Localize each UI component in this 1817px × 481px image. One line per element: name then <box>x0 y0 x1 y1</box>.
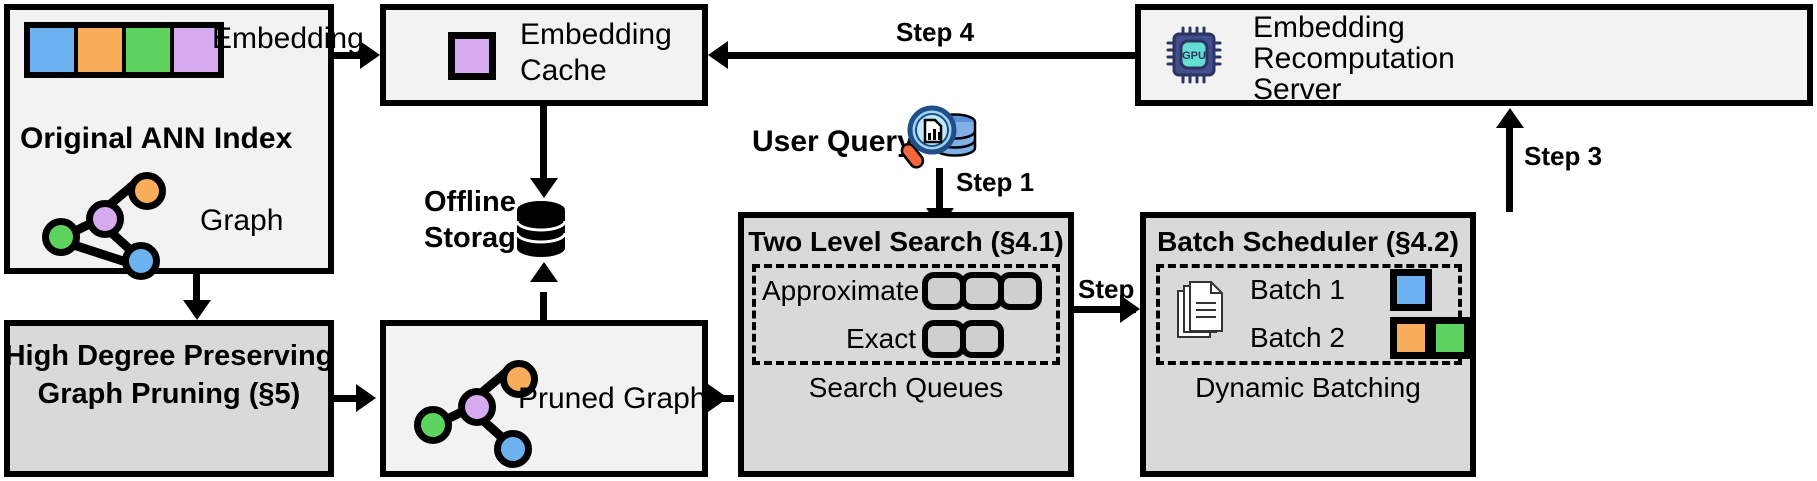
database-cylinder-icon <box>516 200 566 258</box>
embedding-label: Embedding <box>212 22 364 55</box>
embedding-swatch-green <box>126 28 174 72</box>
approximate-queue-slot-3 <box>998 272 1042 310</box>
step1-label: Step 1 <box>956 167 1035 197</box>
arrow-step4-line <box>728 52 1136 59</box>
arrow-pruned-to-search-head <box>708 384 728 412</box>
dynamic-batching-footer: Dynamic Batching <box>1195 372 1421 403</box>
graph-node-orange <box>128 172 166 210</box>
graph-pruning-title-line2: Graph Pruning (§5) <box>37 378 301 410</box>
embedding-cache-box <box>380 4 708 106</box>
pruned-node-purple <box>458 388 496 426</box>
documents-stack-icon <box>1176 281 1226 343</box>
arrow-pruning-to-pruned-head <box>356 384 376 412</box>
offline-storage-label-line1: Offline <box>424 186 516 218</box>
pruned-graph-label: Pruned Graph <box>518 382 707 415</box>
batch-1-swatch-blue <box>1390 269 1432 311</box>
arrow-step3-line <box>1506 128 1513 212</box>
arrow-cache-to-storage-line <box>540 106 547 184</box>
batch-2-swatch-green <box>1429 317 1471 359</box>
arrow-step3-head <box>1496 108 1524 128</box>
pruned-graph-box <box>380 320 708 477</box>
embedding-swatch-purple <box>174 28 218 72</box>
arrow-step1-line <box>936 168 943 214</box>
search-queues-dashed-region <box>752 264 1060 365</box>
search-queues-footer: Search Queues <box>808 372 1004 403</box>
arrow-index-to-cache-head <box>360 41 380 69</box>
approximate-label: Approximate <box>762 275 920 306</box>
step4-label: Step 4 <box>896 17 975 47</box>
approximate-queue-slot-2 <box>960 272 1004 310</box>
pruned-node-green <box>414 406 452 444</box>
recomputation-server-line1: Embedding <box>1253 11 1405 44</box>
batch-scheduler-title: Batch Scheduler (§4.2) <box>1157 226 1459 257</box>
recomputation-server-line2: Recomputation <box>1253 42 1455 75</box>
two-level-search-box <box>738 212 1074 477</box>
original-graph <box>40 170 170 280</box>
original-ann-index-title: Original ANN Index <box>20 122 293 155</box>
batch-2-label: Batch 2 <box>1250 322 1345 353</box>
arrow-cache-to-storage-head <box>530 178 558 198</box>
embedding-swatch-strip <box>24 22 224 78</box>
graph-pruning-title-line1: High Degree Preserving <box>4 340 334 372</box>
arrow-step2-line <box>1074 306 1136 313</box>
graph-node-blue <box>122 242 160 280</box>
arrow-step2-head <box>1120 295 1140 323</box>
two-level-search-title: Two Level Search (§4.1) <box>748 226 1064 257</box>
exact-label: Exact <box>846 323 917 354</box>
embedding-cache-title-line1: Embedding <box>520 18 672 51</box>
pruned-graph <box>412 358 542 468</box>
pruned-node-blue <box>494 430 532 468</box>
arrow-pruned-to-storage-head <box>530 262 558 282</box>
arrow-index-to-cache-line <box>334 52 364 59</box>
batch-1-label: Batch 1 <box>1250 274 1345 305</box>
graph-pruning-box <box>4 320 334 477</box>
embedding-swatch-blue <box>30 28 78 72</box>
embedding-cache-swatch <box>448 32 496 80</box>
exact-queue-slot-2 <box>960 320 1004 358</box>
arrow-pruned-to-storage-line <box>540 292 547 322</box>
arrow-pruning-to-pruned-line <box>334 395 360 402</box>
dynamic-batching-dashed-region <box>1156 264 1462 365</box>
gpu-chip-icon: GPU <box>1165 26 1227 84</box>
graph-node-green <box>42 218 80 256</box>
arrow-index-to-pruning-head <box>183 300 211 320</box>
arrow-index-to-pruning-line <box>193 274 200 306</box>
embedding-swatch-orange <box>78 28 126 72</box>
recomputation-server-box <box>1135 4 1813 106</box>
offline-storage-label-line2: Storage <box>424 222 532 254</box>
graph-node-purple <box>86 200 124 238</box>
recomputation-server-line3: Server <box>1253 73 1342 106</box>
arrow-step4-head <box>708 41 728 69</box>
step3-label: Step 3 <box>1524 141 1603 171</box>
embedding-cache-title-line2: Cache <box>520 54 607 87</box>
batch-2-swatch-orange <box>1390 317 1432 359</box>
user-query-label: User Query <box>752 125 914 158</box>
graph-label: Graph <box>200 204 284 237</box>
pruned-node-orange <box>500 360 538 398</box>
magnifier-database-icon <box>900 103 982 173</box>
svg-text:GPU: GPU <box>1182 50 1206 62</box>
